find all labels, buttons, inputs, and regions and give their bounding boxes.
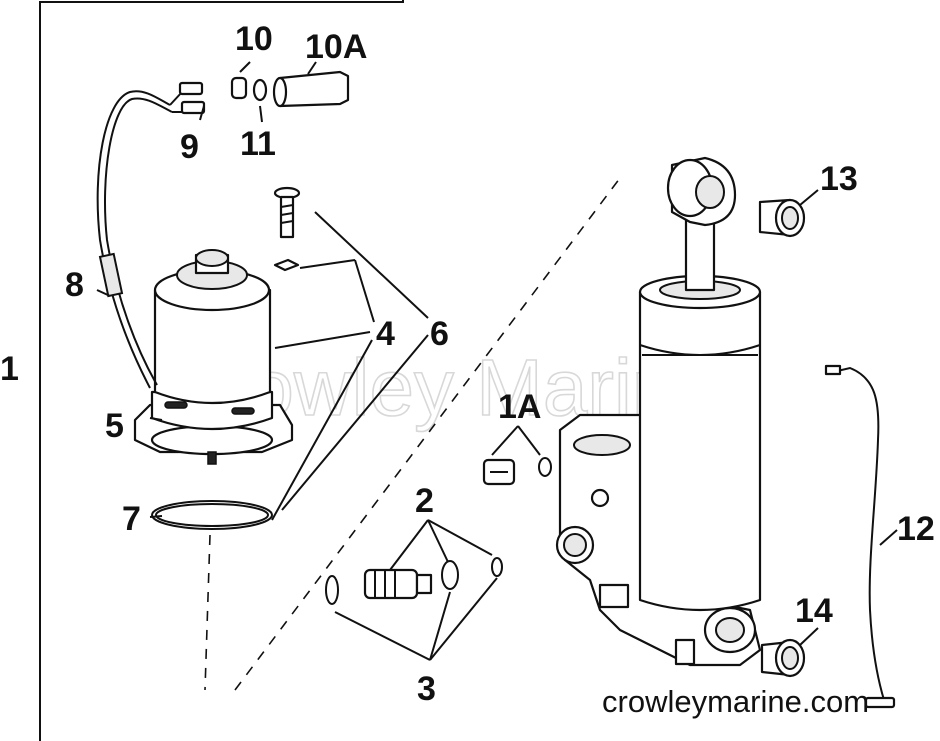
callout-7: 7 [122,500,141,538]
fill-plug [482,457,552,486]
callout-14: 14 [795,592,833,630]
callout-2: 2 [415,482,434,520]
callout-1a: 1A [498,388,541,426]
callout-12: 12 [897,510,935,548]
bushing-14 [760,638,806,678]
screw-and-clip [273,186,301,272]
leader-lines [96,61,898,661]
o-ring-large [151,500,273,530]
website-caption: crowleymarine.com [602,684,869,719]
trim-cylinder-housing [555,156,762,667]
callout-8: 8 [65,266,84,304]
callout-1: 1 [0,350,19,388]
connector-parts [230,70,350,108]
callout-5: 5 [105,407,124,445]
callout-numbers: 1 1A 2 3 4 5 6 7 8 9 10 10A 11 12 13 14 [0,20,935,708]
callout-10a: 10A [305,28,367,66]
valve-and-seals [325,557,503,605]
callout-9: 9 [180,128,199,166]
callout-6: 6 [430,315,449,353]
callout-13: 13 [820,160,858,198]
trim-motor [133,249,294,465]
bushing-13 [758,198,806,238]
assembly-bracket [39,0,404,741]
alignment-lines [204,177,621,691]
callout-10: 10 [235,20,273,58]
callout-11: 11 [240,125,276,163]
callout-3: 3 [417,670,436,708]
sensor-wire [824,364,896,709]
callout-4: 4 [376,315,395,353]
wire-harness [96,81,206,389]
